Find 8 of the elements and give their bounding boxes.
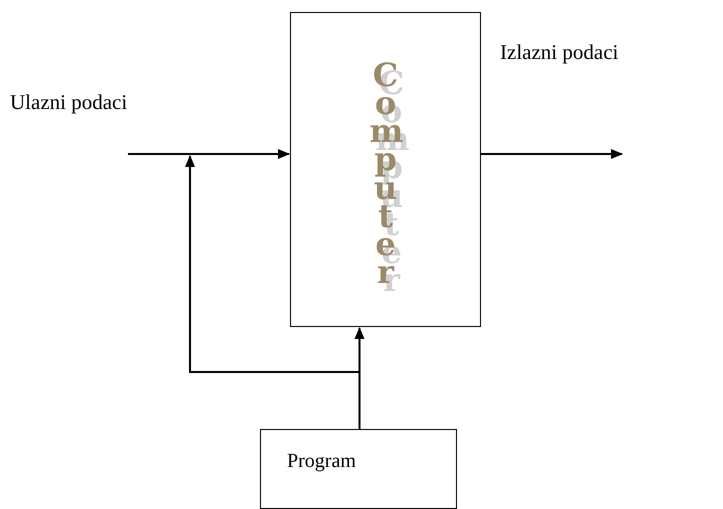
input-box xyxy=(260,429,457,509)
process-box xyxy=(290,12,481,327)
edge-label: Izlazni podaci xyxy=(500,40,618,65)
arrow xyxy=(128,149,290,159)
box-label: Program xyxy=(287,450,356,473)
arrow xyxy=(481,149,623,159)
edge-label: Ulazni podaci xyxy=(10,90,128,115)
box-title: Computer xyxy=(370,61,402,286)
